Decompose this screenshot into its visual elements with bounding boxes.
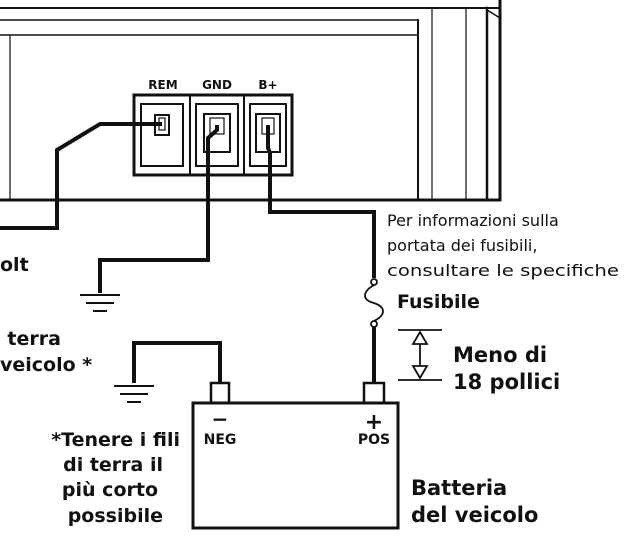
fuse-info-line2: portata dei fusibili,	[387, 236, 537, 255]
battery-body	[191, 401, 400, 530]
distance-label-line1: Meno di	[453, 343, 547, 367]
fuse-label: Fusibile	[397, 291, 480, 313]
battery-label-line1: Batteria	[411, 476, 507, 500]
amp-ground-wire	[98, 125, 219, 293]
pos-post	[362, 381, 386, 405]
distance-indicator-icon	[398, 329, 442, 381]
amplifier-chassis	[0, 0, 502, 202]
rem-terminal-label: REM	[148, 78, 177, 92]
fuse-info-line3: consultare le specifiche	[387, 261, 619, 280]
fuse-info-line1: Per informazioni sulla	[387, 211, 559, 230]
keep-short-line2: di terra il	[63, 454, 163, 476]
distance-label-line2: 18 pollici	[453, 370, 560, 394]
amp-ground-icon	[80, 294, 120, 312]
keep-short-line3: più corto	[62, 479, 158, 501]
fuse-icon	[364, 278, 384, 328]
battery-label-line2: del veicolo	[411, 503, 538, 527]
keep-short-line4: possibile	[68, 505, 163, 527]
neg-post	[209, 381, 231, 405]
remote-label-fragment: olt	[0, 254, 29, 276]
wires	[0, 122, 376, 383]
remote-wire	[0, 122, 162, 230]
gnd-terminal-label: GND	[202, 78, 232, 92]
keep-short-line1: *Tenere i fili	[51, 429, 180, 451]
bplus-terminal-label: B+	[258, 78, 277, 92]
neg-label: NEG	[204, 432, 237, 448]
vehicle-ground-wire	[132, 341, 222, 383]
ground-label-line2: veicolo *	[0, 354, 92, 376]
neg-symbol: −	[212, 407, 229, 431]
power-wire-upper	[266, 125, 376, 278]
battery	[191, 381, 400, 530]
ground-label-line1: a terra	[0, 328, 61, 350]
pos-label: POS	[358, 432, 390, 448]
vehicle-ground-icon	[114, 385, 154, 403]
pos-symbol: +	[365, 410, 383, 435]
